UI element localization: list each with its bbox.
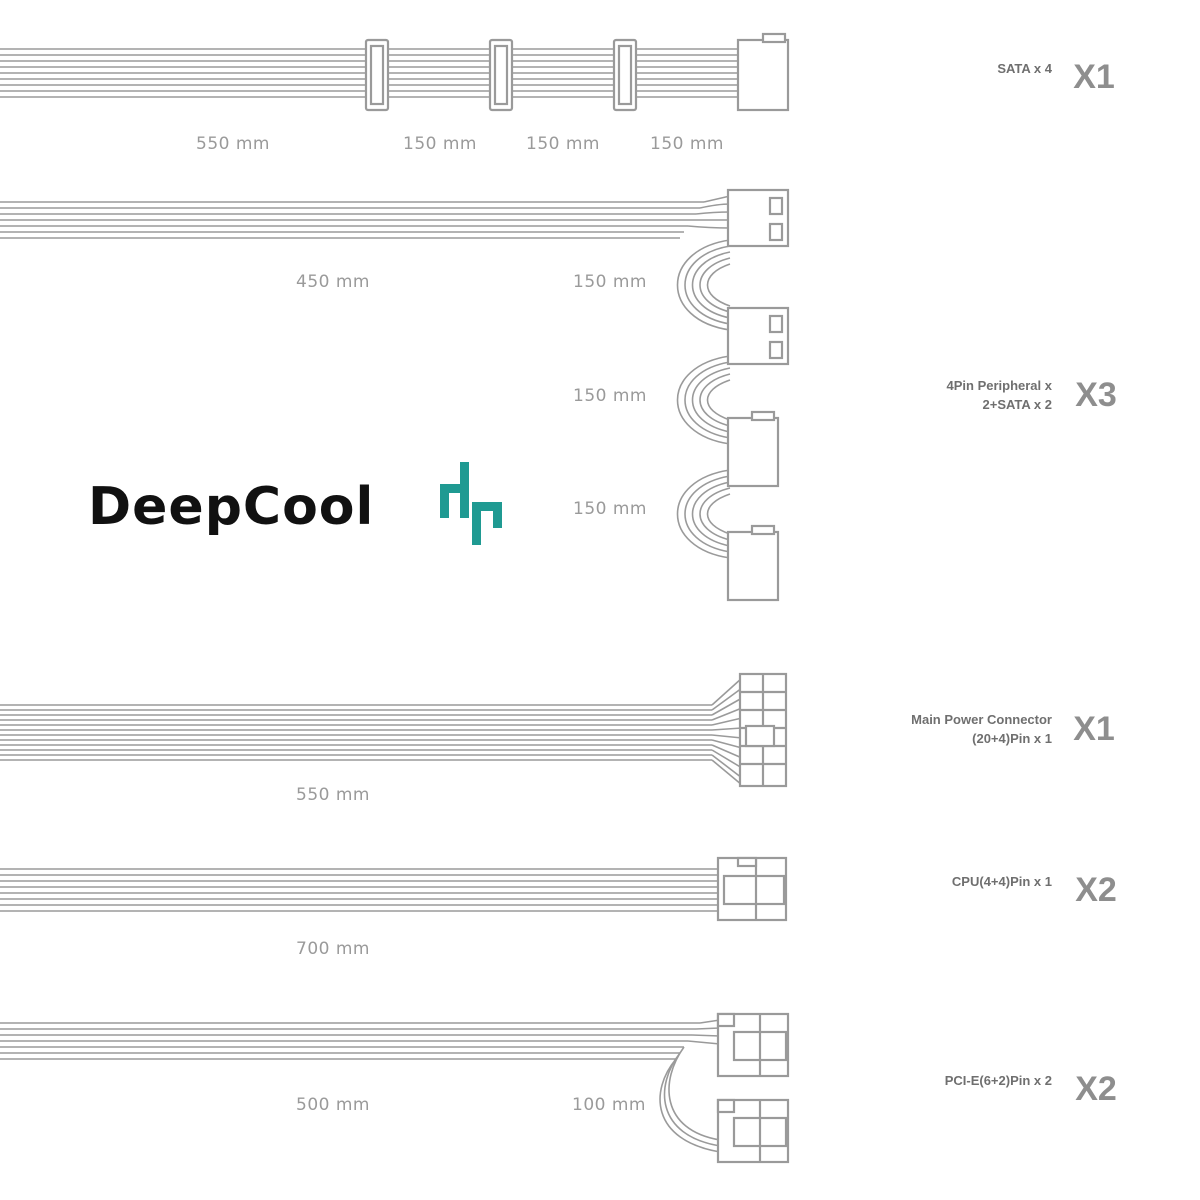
length-label: 150 mm <box>573 499 647 519</box>
sata-end-connector <box>726 410 780 488</box>
length-label: 150 mm <box>526 134 600 154</box>
length-label: 100 mm <box>572 1095 646 1115</box>
pcie-connector <box>716 1012 790 1078</box>
cable-quantity: X1 <box>1073 58 1115 96</box>
pcie-connector <box>716 1098 790 1164</box>
cable-quantity: X1 <box>1073 710 1115 748</box>
sata-inline-connector <box>612 38 638 112</box>
sata-inline-connector <box>488 38 514 112</box>
peripheral-cable: 450 mm 150 mm 150 mm 150 mm 4Pin Periphe… <box>0 188 1117 602</box>
cable-quantity: X3 <box>1075 376 1117 414</box>
length-label: 550 mm <box>296 785 370 805</box>
brand-logo: DeepCool <box>88 462 502 545</box>
cable-description: 2+SATA x 2 <box>983 397 1052 412</box>
length-label: 700 mm <box>296 939 370 959</box>
main-power-cable: 550 mm Main Power Connector (20+4)Pin x … <box>0 672 1115 805</box>
cable-quantity: X2 <box>1075 871 1117 909</box>
length-label: 550 mm <box>196 134 270 154</box>
length-label: 150 mm <box>650 134 724 154</box>
sata-end-connector <box>726 524 780 602</box>
length-label: 150 mm <box>403 134 477 154</box>
cable-description: Main Power Connector <box>911 712 1052 727</box>
cable-description: CPU(4+4)Pin x 1 <box>952 874 1052 889</box>
sata-inline-connector <box>364 38 390 112</box>
cable-description: SATA x 4 <box>997 61 1052 76</box>
sata-cable: 550 mm 150 mm 150 mm 150 mm SATA x 4 X1 <box>0 32 1115 154</box>
cpu-8pin-connector <box>716 856 788 922</box>
cable-description: PCI-E(6+2)Pin x 2 <box>945 1073 1052 1088</box>
length-label: 500 mm <box>296 1095 370 1115</box>
brand-wordmark: DeepCool <box>88 477 374 537</box>
length-label: 150 mm <box>573 272 647 292</box>
atx-24pin-connector <box>738 672 788 788</box>
cable-quantity: X2 <box>1075 1070 1117 1108</box>
length-label: 150 mm <box>573 386 647 406</box>
cable-description: 4Pin Peripheral x <box>947 378 1053 393</box>
length-label: 450 mm <box>296 272 370 292</box>
cpu-cable: 700 mm CPU(4+4)Pin x 1 X2 <box>0 856 1117 959</box>
molex-connector <box>726 188 790 248</box>
molex-connector <box>726 306 790 366</box>
cable-description: (20+4)Pin x 1 <box>972 731 1052 746</box>
sata-end-connector <box>736 32 790 112</box>
pcie-cable: 500 mm 100 mm PCI-E(6+2)Pin x 2 X2 <box>0 1012 1117 1164</box>
deepcool-logo-icon <box>440 462 502 545</box>
